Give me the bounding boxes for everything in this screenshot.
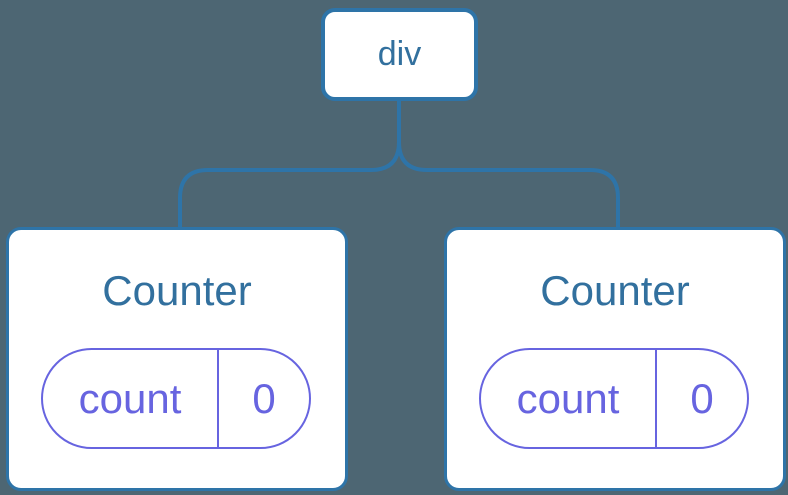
state-pill-left: count 0 [41, 348, 311, 449]
counter-card-left-title: Counter [102, 267, 252, 314]
state-pill-right: count 0 [479, 348, 749, 449]
counter-card-right: Counter count 0 [444, 227, 786, 491]
root-node-label: div [377, 35, 422, 73]
counter-card-left: Counter count 0 [6, 227, 348, 491]
counter-card-right-title: Counter [540, 267, 690, 314]
root-node-div: div [321, 8, 478, 101]
state-value: 0 [252, 374, 276, 422]
state-key-label: count [481, 350, 657, 447]
state-value: 0 [690, 374, 714, 422]
edge-root-to-left-counter [178, 98, 401, 229]
state-key-label: count [43, 350, 219, 447]
edge-root-to-right-counter [397, 98, 620, 229]
